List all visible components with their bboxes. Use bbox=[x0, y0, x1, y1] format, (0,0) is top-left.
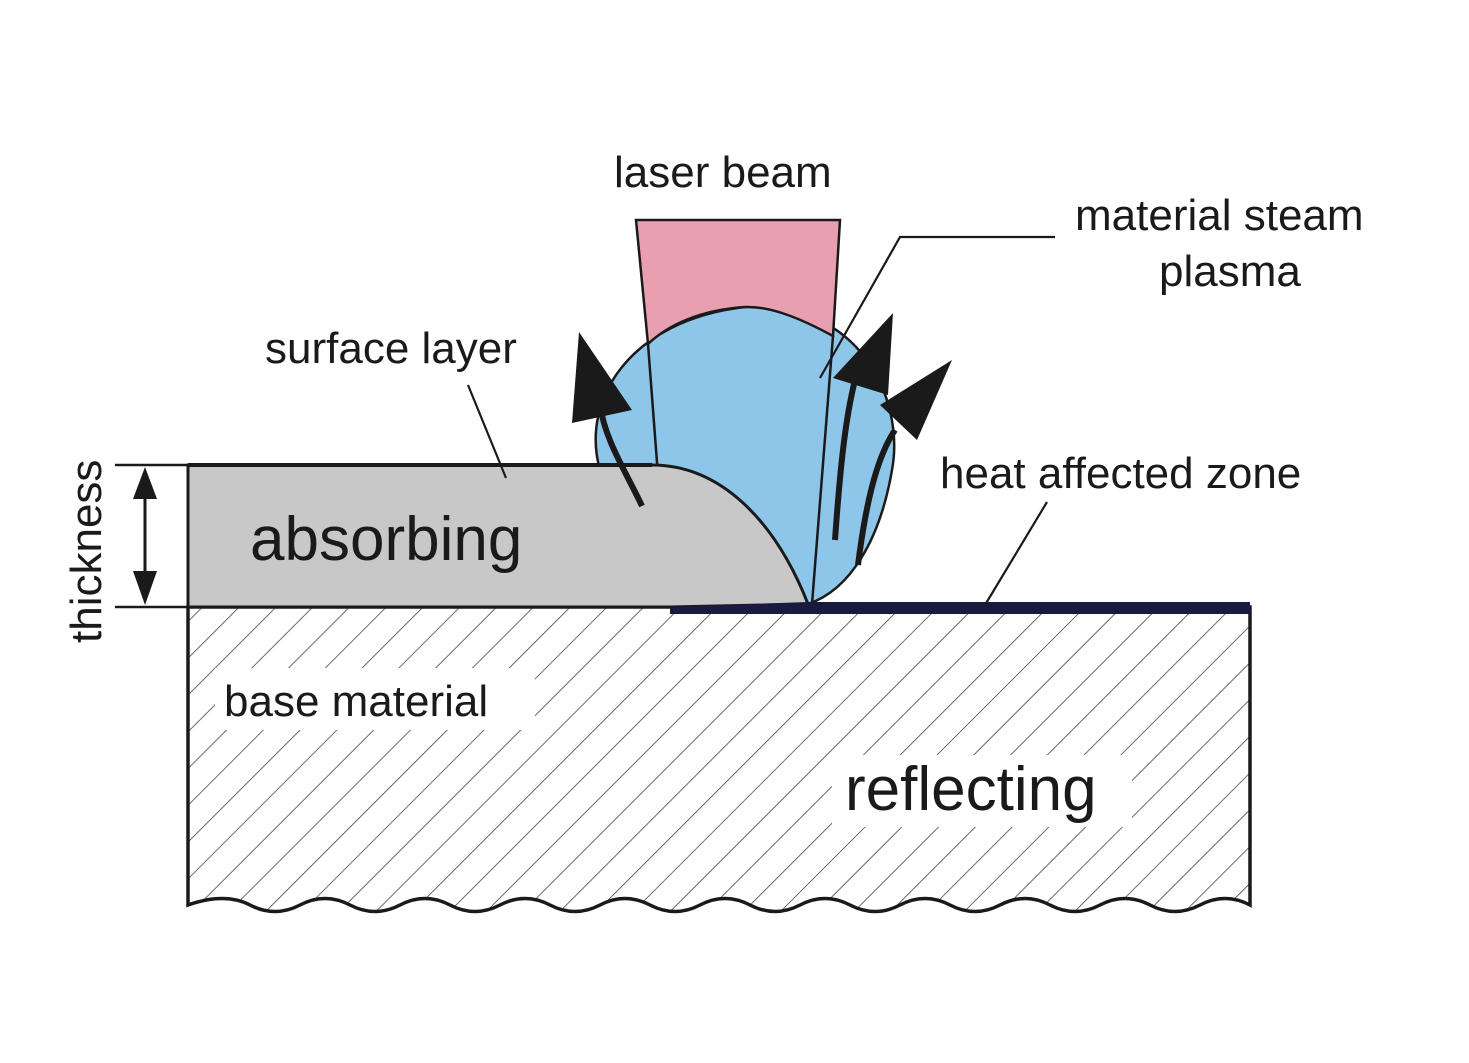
material-steam-leader bbox=[819, 235, 1055, 379]
surface-layer-leader bbox=[466, 384, 508, 479]
absorbing-label: absorbing bbox=[250, 505, 522, 574]
reflecting-label: reflecting bbox=[845, 755, 1097, 824]
heat-affected-zone-label: heat affected zone bbox=[940, 449, 1301, 498]
laser-beam bbox=[634, 218, 842, 347]
thickness-label: thickness bbox=[62, 460, 111, 643]
heat-zone-leader bbox=[984, 501, 1048, 606]
ejection-arrow-center-icon bbox=[833, 313, 893, 395]
surface-layer-label: surface layer bbox=[265, 324, 517, 373]
ejection-arrow-right-icon bbox=[880, 360, 952, 440]
laser-beam-edge-right bbox=[810, 335, 835, 605]
ejection-arrow-left-icon bbox=[572, 332, 632, 423]
arrow-up-icon bbox=[133, 467, 157, 499]
arrow-down-icon bbox=[133, 571, 157, 605]
ejection-arrow-center-shaft bbox=[832, 379, 858, 541]
base-material-label-bg bbox=[215, 668, 535, 730]
thickness-dimension bbox=[115, 463, 188, 609]
material-steam-label: material steam bbox=[1075, 191, 1364, 240]
ejection-arrow-right-shaft bbox=[855, 428, 898, 566]
reflecting-label-bg bbox=[832, 755, 1132, 827]
heat-affected-zone bbox=[670, 602, 1250, 614]
base-material-label: base material bbox=[224, 677, 488, 726]
plasma-label: plasma bbox=[1159, 247, 1301, 296]
laser-beam-label: laser beam bbox=[614, 148, 832, 197]
